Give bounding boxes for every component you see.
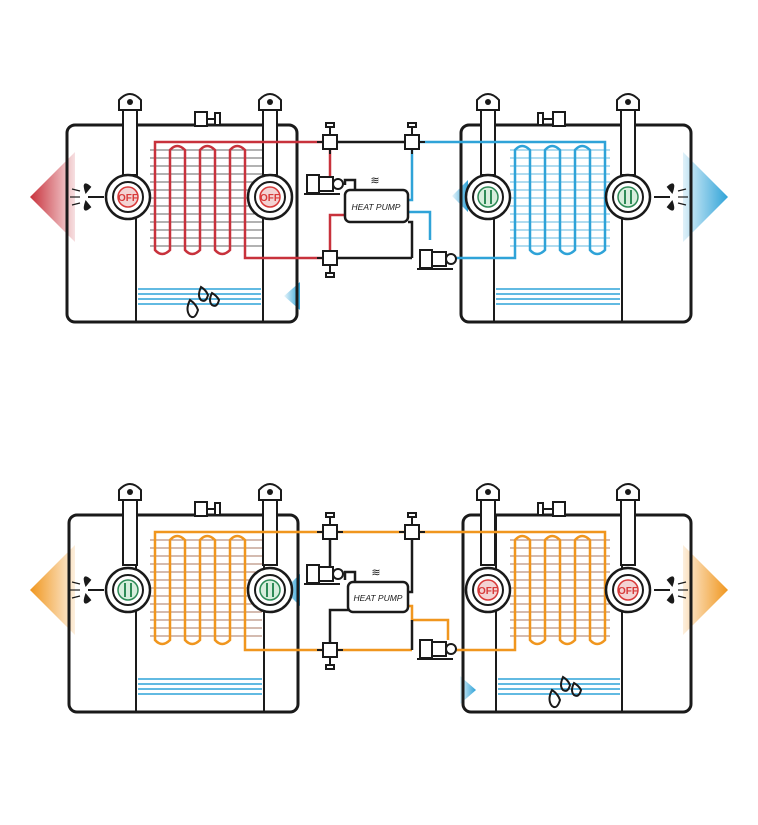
pump-icon-2	[417, 249, 457, 270]
pump-icon-2	[417, 639, 457, 660]
warm-air-arrow-right	[683, 545, 728, 635]
left-column-1	[118, 93, 142, 176]
left-column-2	[258, 483, 282, 566]
left-dial-2[interactable]	[246, 566, 294, 614]
warm-coil	[153, 534, 247, 646]
left-dial-1[interactable]	[104, 566, 152, 614]
heat-symbol-icon: ≋	[370, 175, 379, 187]
heat-symbol-icon: ≋	[371, 567, 380, 579]
water-level-lines	[496, 288, 620, 305]
pump-icon-1	[304, 564, 344, 585]
left-dial-1[interactable]: OFF	[104, 173, 152, 221]
left-dial-2[interactable]: OFF	[246, 173, 294, 221]
right-dial-1-status: OFF	[478, 586, 498, 597]
three-way-valve-2[interactable]	[399, 122, 425, 154]
cold-air-arrow-right	[683, 152, 728, 242]
three-way-valve-3[interactable]	[317, 642, 343, 670]
left-top-valve-icon	[194, 111, 221, 127]
left-column-1	[118, 483, 142, 566]
warm-air-arrow-left	[30, 545, 75, 635]
left-top-valve-icon	[194, 501, 221, 517]
fan-icon-left	[70, 183, 104, 211]
hot-coil	[153, 144, 247, 256]
heat-pump-label: HEAT PUMP	[352, 202, 401, 212]
cold-coil	[513, 144, 607, 256]
right-dial-2[interactable]: OFF	[604, 566, 652, 614]
heat-pump-unit[interactable]: HEAT PUMP ≋	[343, 175, 410, 224]
right-dial-2-status: OFF	[618, 586, 638, 597]
left-dial-2-status: OFF	[260, 193, 280, 204]
heat-pump-label: HEAT PUMP	[354, 593, 403, 603]
scenario-bottom: OFF OFF	[30, 483, 728, 714]
scenario-top: OFF OFF	[30, 93, 728, 324]
right-dial-1[interactable]	[464, 173, 512, 221]
right-tank-bottom	[461, 513, 693, 714]
water-level-lines	[498, 678, 620, 695]
water-drops-icon	[548, 675, 583, 709]
pump-icon-1	[304, 174, 344, 195]
right-column-1	[476, 93, 500, 176]
water-level-lines	[138, 678, 262, 695]
right-dial-1[interactable]: OFF	[464, 566, 512, 614]
heat-exchanger-grid	[150, 149, 262, 247]
hot-air-arrow-left	[30, 152, 75, 242]
heat-exchanger-grid	[150, 539, 262, 637]
warm-coil	[513, 534, 607, 646]
right-top-valve-icon	[537, 501, 566, 517]
three-way-valve-2[interactable]	[399, 512, 425, 544]
left-column-2	[258, 93, 282, 176]
right-column-2	[616, 483, 640, 566]
right-top-valve-icon	[537, 111, 566, 127]
fan-icon-right	[654, 183, 688, 211]
three-way-valve-3[interactable]	[317, 250, 343, 278]
fan-icon-left	[70, 576, 104, 604]
right-column-2	[616, 93, 640, 176]
left-dial-1-status: OFF	[118, 193, 138, 204]
three-way-valve-1[interactable]	[317, 122, 343, 154]
piping-bottom	[153, 530, 607, 652]
water-drops-icon	[186, 285, 221, 319]
right-column-1	[476, 483, 500, 566]
right-dial-2[interactable]	[604, 173, 652, 221]
fan-icon-right	[654, 576, 688, 604]
heat-pump-unit[interactable]: HEAT PUMP ≋	[346, 567, 410, 614]
three-way-valve-1[interactable]	[317, 512, 343, 544]
